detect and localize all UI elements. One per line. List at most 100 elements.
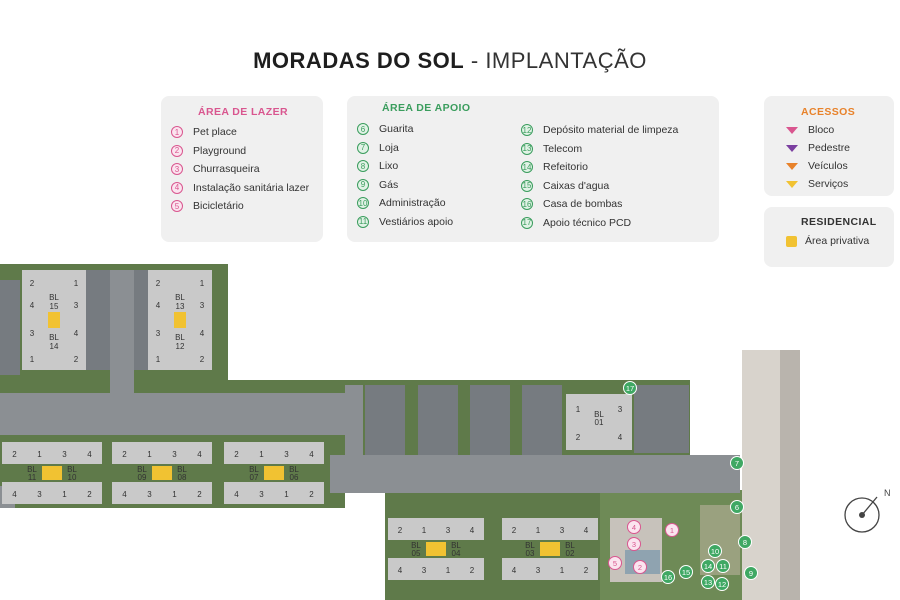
private-area <box>426 542 446 556</box>
unit-number: 4 <box>30 301 35 310</box>
unit-number: 4 <box>200 329 205 338</box>
unit-number: 2 <box>398 526 403 535</box>
legend-private-area: Área privativa <box>784 235 869 247</box>
building-row-bottom <box>502 558 598 580</box>
unit-number: 3 <box>422 566 427 575</box>
legend-apoio-item: 12 Depósito material de limpeza <box>521 124 678 136</box>
map-marker-number: 8 <box>743 538 747 547</box>
legend-number-badge: 12 <box>521 124 533 136</box>
map-marker <box>679 565 693 579</box>
block-number: 01 <box>595 418 604 427</box>
unit-number: 2 <box>234 450 239 459</box>
unit-number: 1 <box>37 450 42 459</box>
building-row-bottom <box>112 482 212 504</box>
block-label: BL <box>249 465 259 474</box>
legend-apoio-title: ÁREA DE APOIO <box>382 102 471 114</box>
legend-item-label: Gás <box>379 178 399 191</box>
parking-areas <box>0 270 689 455</box>
unit-number: 1 <box>74 279 79 288</box>
unit-number: 1 <box>30 355 35 364</box>
map-marker-number: 10 <box>711 547 719 556</box>
building-row-top <box>388 518 484 540</box>
unit-number: 4 <box>234 490 239 499</box>
unit-number: 1 <box>147 450 152 459</box>
legend-item-label: Refeitorio <box>543 161 588 173</box>
map-marker-number: 9 <box>749 569 753 578</box>
legend-item-label: Apoio técnico PCD <box>543 216 632 229</box>
legend-item-label: Pet place <box>193 126 237 138</box>
private-area-swatch <box>786 235 797 247</box>
building-row-bottom <box>224 482 324 504</box>
map-marker-number: 12 <box>718 580 726 589</box>
unit-number: 1 <box>560 566 565 575</box>
block-number: 03 <box>526 549 535 558</box>
map-marker <box>738 535 752 549</box>
block-number: 13 <box>176 302 185 311</box>
block-number: 04 <box>452 549 461 558</box>
unit-number: 3 <box>30 329 35 338</box>
map-marker-number: 3 <box>632 540 636 549</box>
map-marker <box>730 500 744 514</box>
unit-number: 2 <box>197 490 202 499</box>
unit-number: 2 <box>87 490 92 499</box>
block-number: 05 <box>412 549 421 558</box>
map-marker <box>633 560 647 574</box>
private-area <box>264 466 284 480</box>
legend-number-badge: 2 <box>171 144 183 157</box>
legend-access-item: Bloco <box>784 124 834 136</box>
access-triangle-icon <box>786 126 798 134</box>
map-marker <box>715 577 729 591</box>
block-label: BL <box>594 410 604 419</box>
title-separator: - <box>470 48 479 73</box>
legend-number-badge: 8 <box>357 160 369 172</box>
map-marker-number: 4 <box>632 523 636 532</box>
legend-number-badge: 13 <box>521 142 533 155</box>
access-triangle-icon <box>786 180 798 188</box>
map-marker-number: 11 <box>719 562 727 571</box>
unit-number: 2 <box>74 355 79 364</box>
unit-number: 1 <box>200 279 205 288</box>
private-area <box>48 312 60 328</box>
unit-number: 4 <box>398 566 403 575</box>
map-marker-number: 2 <box>638 563 642 572</box>
compass: N <box>844 488 891 533</box>
legend-item-label: Bicicletário <box>193 200 244 212</box>
legend-item-label: Churrasqueira <box>193 163 260 175</box>
unit-number: 2 <box>122 450 127 459</box>
block-label: BL <box>49 333 59 342</box>
unit-number: 1 <box>284 490 289 499</box>
legend-item-label: Depósito material de limpeza <box>543 124 679 136</box>
access-triangle-icon <box>786 162 798 170</box>
building-row-bottom <box>388 558 484 580</box>
legend-item-label: Guarita <box>379 123 414 135</box>
map-marker <box>701 559 715 573</box>
map-marker <box>627 520 641 534</box>
unit-number: 4 <box>74 329 79 338</box>
map-marker <box>701 575 715 589</box>
unit-number: 3 <box>284 450 289 459</box>
unit-number: 2 <box>584 566 589 575</box>
building-row-top <box>112 442 212 464</box>
legend-residencial-title: RESIDENCIAL <box>801 216 877 228</box>
map-marker <box>716 559 730 573</box>
title-project-name: MORADAS DO SOL <box>253 48 465 73</box>
unit-number: 1 <box>156 355 161 364</box>
unit-number: 1 <box>446 566 451 575</box>
legend-number-badge: 6 <box>357 123 369 135</box>
block-number: 08 <box>178 473 187 482</box>
map-marker-number: 16 <box>664 573 672 582</box>
map-marker-number: 13 <box>704 578 712 587</box>
unit-number: 3 <box>560 526 565 535</box>
unit-number: 1 <box>259 450 264 459</box>
